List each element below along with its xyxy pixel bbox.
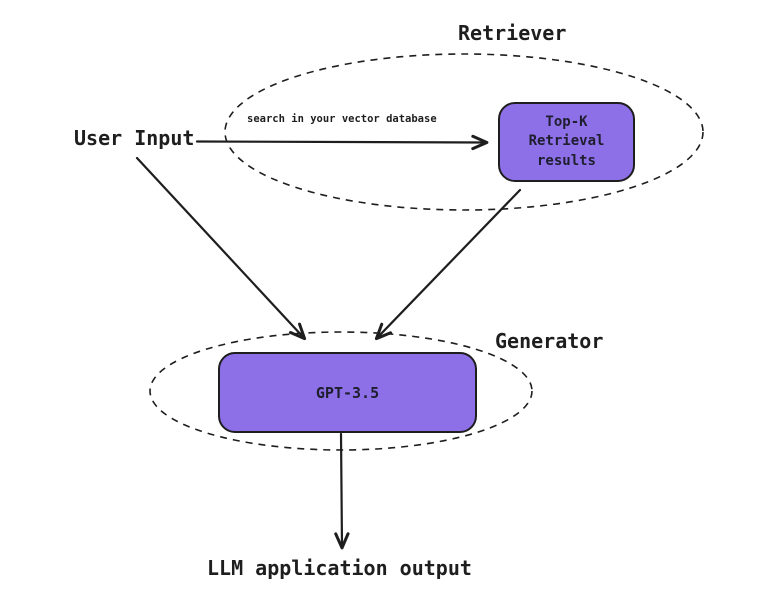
gpt-node: GPT-3.5 [218, 352, 477, 433]
edge-gpt-to-output [334, 432, 350, 550]
retriever-group-title: Retriever [458, 21, 567, 45]
gpt-node-label: GPT-3.5 [315, 383, 380, 402]
retriever-boundary-ellipse [224, 53, 704, 211]
edge-user-input-to-topk [195, 134, 489, 151]
edge-user-input-to-gpt [135, 156, 307, 341]
user-input-label: User Input [74, 126, 195, 150]
generator-group-title: Generator [495, 329, 604, 353]
topk-retrieval-node: Top-K Retrieval results [498, 102, 635, 182]
topk-node-label: Top-K Retrieval results [528, 114, 605, 169]
search-edge-label: search in your vector database [247, 113, 437, 125]
edge-topk-to-gpt [374, 188, 522, 341]
llm-output-label: LLM application output [207, 556, 472, 580]
